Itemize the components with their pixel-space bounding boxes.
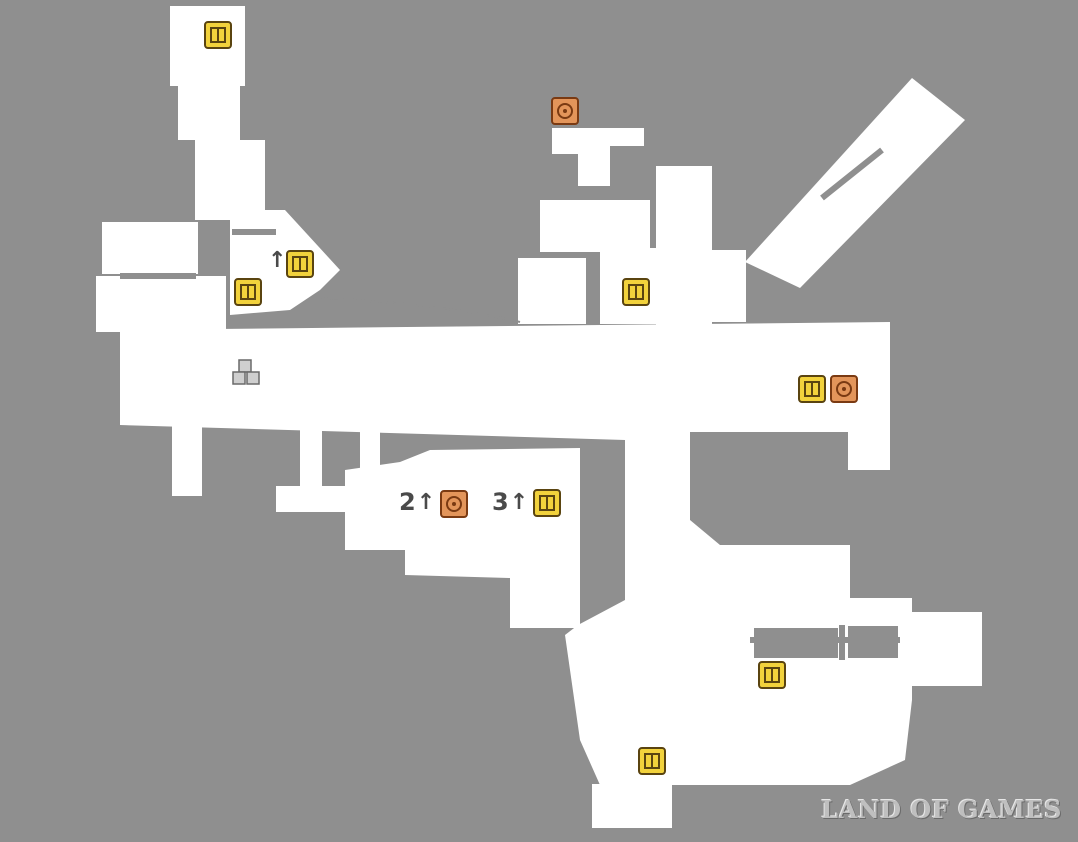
chest-icon[interactable] bbox=[532, 488, 562, 518]
safe-icon[interactable] bbox=[829, 374, 859, 404]
chest-icon[interactable] bbox=[203, 20, 233, 50]
safe-icon[interactable] bbox=[439, 489, 469, 519]
chest-icon[interactable] bbox=[621, 277, 651, 307]
floor-2-label: 2↑ bbox=[399, 488, 436, 516]
chest-icon[interactable] bbox=[233, 277, 263, 307]
watermark-text: LAND OF GAMES bbox=[821, 795, 1062, 824]
chest-icon[interactable] bbox=[757, 660, 787, 690]
floor-areas bbox=[96, 6, 982, 828]
stair-up-arrow: ↑ bbox=[268, 248, 287, 273]
chest-icon[interactable] bbox=[285, 249, 315, 279]
chest-icon[interactable] bbox=[637, 746, 667, 776]
chest-icon[interactable] bbox=[797, 374, 827, 404]
item-box-icon[interactable] bbox=[231, 358, 265, 392]
floor-3-label: 3↑ bbox=[492, 488, 529, 516]
ramp-line bbox=[321, 297, 521, 323]
safe-icon[interactable] bbox=[550, 96, 580, 126]
wall-blocks bbox=[610, 146, 898, 658]
